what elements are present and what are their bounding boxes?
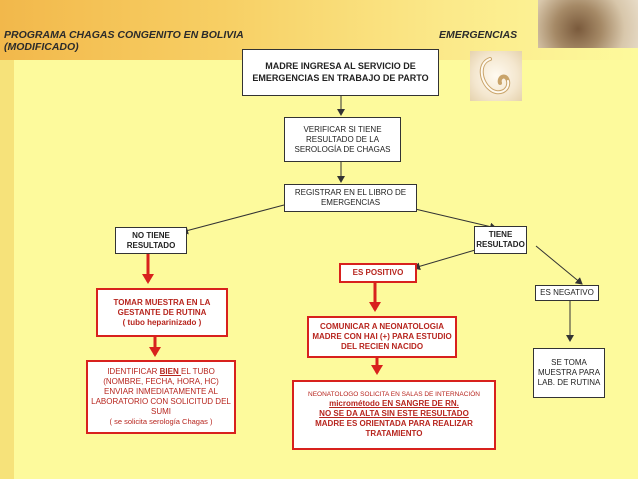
program-title-line1: PROGRAMA CHAGAS CONGENITO EN BOLIVIA <box>4 29 244 41</box>
parasite-illustration <box>479 57 511 95</box>
left-band <box>0 0 14 479</box>
node-tomar-muestra-line1: TOMAR MUESTRA EN LA GESTANTE DE RUTINA <box>113 297 211 317</box>
node-neonatologo-solicita: NEONATOLOGO SOLICITA EN SALAS DE INTERNA… <box>292 380 496 450</box>
node-registrar-libro: REGISTRAR EN EL LIBRO DE EMERGENCIAS <box>284 184 417 212</box>
node-identificar-tubo-text: IDENTIFICAR BIEN EL TUBO (NOMBRE, FECHA,… <box>91 367 231 417</box>
arrow-n5-n7 <box>535 245 583 285</box>
node-comunicar-neonatologia: COMUNICAR A NEONATOLOGIA MADRE CON HAI (… <box>307 316 457 358</box>
node-neonatologo-line4: MADRE ES ORIENTADA PARA REALIZAR TRATAMI… <box>315 419 473 439</box>
node-madre-ingresa: MADRE INGRESA AL SERVICIO DE EMERGENCIAS… <box>242 49 439 96</box>
node-no-tiene-resultado: NO TIENE RESULTADO <box>115 227 187 254</box>
arrow-n5-n6 <box>413 247 483 271</box>
node-tiene-resultado: TIENE RESULTADO <box>474 226 527 254</box>
node-identificar-tubo: IDENTIFICAR BIEN EL TUBO (NOMBRE, FECHA,… <box>86 360 236 434</box>
program-title-line2: (MODIFICADO) <box>4 41 79 53</box>
node-es-positivo: ES POSITIVO <box>339 263 417 283</box>
node-tomar-muestra-line2: ( tubo heparinizado ) <box>122 317 202 327</box>
node-verificar-resultado: VERIFICAR SI TIENE RESULTADO DE LA SEROL… <box>284 117 401 162</box>
section-title: EMERGENCIAS <box>439 29 518 41</box>
node-identificar-tubo-note: ( se solicita serología Chagas ) <box>109 417 213 427</box>
node-neonatologo-line3: NO SE DA ALTA SIN ESTE RESULTADO <box>319 409 469 419</box>
insect-photo <box>538 0 638 48</box>
parasite-photo <box>470 51 522 101</box>
node-neonatologo-line2: micrométodo EN SANGRE DE RN. <box>329 399 459 409</box>
node-neonatologo-line1: NEONATOLOGO SOLICITA EN SALAS DE INTERNA… <box>308 390 480 398</box>
node-se-toma-muestra: SE TOMA MUESTRA PARA LAB. DE RUTINA <box>533 348 605 398</box>
node-es-negativo: ES NEGATIVO <box>535 285 599 301</box>
arrow-n3-n4 <box>181 204 285 235</box>
node-tomar-muestra: TOMAR MUESTRA EN LA GESTANTE DE RUTINA (… <box>96 288 228 337</box>
